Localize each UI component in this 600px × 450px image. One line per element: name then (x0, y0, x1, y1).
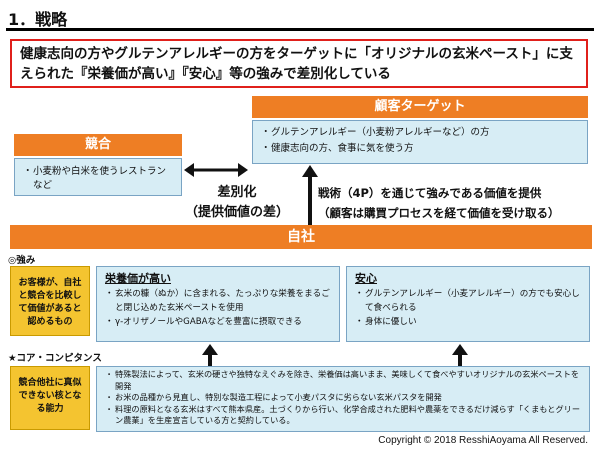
competition-list: 小麦粉や白米を使うレストラン など (23, 165, 173, 193)
strengths-description: お客様が、自社と競合を比較して価値があると認めるもの (10, 266, 90, 336)
competence-to-nutrition-arrow (202, 344, 218, 366)
core-competence-item: お米の品種から見直し、特別な製造工程によって小麦パスタに劣らない玄米パスタを開発 (105, 392, 581, 404)
core-competence-box: 特殊製法によって、玄米の硬さや独特なえぐみを除き、栄養価は高いまま、美味しくて食… (96, 366, 590, 432)
company-heading: 自社 (10, 225, 592, 249)
competition-item: 小麦粉や白米を使うレストラン など (23, 165, 173, 193)
target-heading: 顧客ターゲット (252, 96, 588, 118)
safety-item: グルテンアレルギー（小麦アレルギー）の方でも安心して食べられる (355, 287, 581, 315)
safety-list: グルテンアレルギー（小麦アレルギー）の方でも安心して食べられる 身体に優しい (355, 287, 581, 329)
differentiation-title: 差別化 (217, 185, 257, 200)
tactics-line2: （顧客は購買プロセスを経て価値を受け取る） (318, 206, 560, 220)
target-list: グルテンアレルギー（小麦粉アレルギーなど）の方 健康志向の方、食事に気を使う方 (261, 125, 579, 157)
differentiation-arrow (184, 163, 248, 177)
copyright-text: Copyright © 2018 ResshiAoyama All Reserv… (378, 435, 588, 446)
company-heading-label: 自社 (287, 229, 315, 245)
tactics-arrow (302, 165, 318, 225)
page-title: 1．戦略 (8, 10, 68, 29)
core-competence-list: 特殊製法によって、玄米の硬さや独特なえぐみを除き、栄養価は高いまま、美味しくて食… (105, 369, 581, 427)
nutrition-list: 玄米の糠（ぬか）に含まれる、たっぷりな栄養をまるごと閉じ込めた玄米ペーストを使用… (105, 287, 331, 329)
safety-box: 安心 グルテンアレルギー（小麦アレルギー）の方でも安心して食べられる 身体に優し… (346, 266, 590, 342)
competition-box: 小麦粉や白米を使うレストラン など (14, 158, 182, 196)
nutrition-heading: 栄養価が高い (105, 272, 171, 285)
competition-heading: 競合 (14, 134, 182, 156)
safety-heading: 安心 (355, 272, 377, 285)
safety-item: 身体に優しい (355, 315, 581, 329)
tactics-label: 戦術（4P）を通じて強みである価値を提供 （顧客は購買プロセスを経て価値を受け取… (318, 183, 598, 223)
core-competence-item: 特殊製法によって、玄米の硬さや独特なえぐみを除き、栄養価は高いまま、美味しくて食… (105, 369, 581, 392)
differentiation-label: 差別化 （提供価値の差） (178, 183, 296, 223)
target-item: グルテンアレルギー（小麦粉アレルギーなど）の方 (261, 125, 579, 141)
target-heading-label: 顧客ターゲット (374, 99, 466, 114)
nutrition-item: γ-オリザノールやGABAなどを豊富に摂取できる (105, 315, 331, 329)
nutrition-item: 玄米の糠（ぬか）に含まれる、たっぷりな栄養をまるごと閉じ込めた玄米ペーストを使用 (105, 287, 331, 315)
core-competence-description: 競合他社に真似できない核となる能力 (10, 366, 90, 430)
nutrition-box: 栄養価が高い 玄米の糠（ぬか）に含まれる、たっぷりな栄養をまるごと閉じ込めた玄米… (96, 266, 340, 342)
core-competence-item: 料理の原料となる玄米はすべて熊本県産。土づくりから行い、化学合成された肥料や農薬… (105, 404, 581, 427)
title-divider (6, 28, 594, 31)
strengths-section-label: ◎強み (8, 255, 36, 266)
tactics-line1: 戦術（4P）を通じて強みである価値を提供 (318, 186, 542, 200)
target-item: 健康志向の方、食事に気を使う方 (261, 141, 579, 157)
differentiation-subtitle: （提供価値の差） (184, 205, 289, 220)
target-box: グルテンアレルギー（小麦粉アレルギーなど）の方 健康志向の方、食事に気を使う方 (252, 120, 588, 164)
competence-to-safety-arrow (452, 344, 468, 366)
competition-heading-label: 競合 (84, 137, 111, 152)
core-competence-section-label: ★コア・コンピタンス (8, 353, 102, 364)
strategy-statement: 健康志向の方やグルテンアレルギーの方をターゲットに「オリジナルの玄米ペースト」に… (10, 39, 588, 88)
